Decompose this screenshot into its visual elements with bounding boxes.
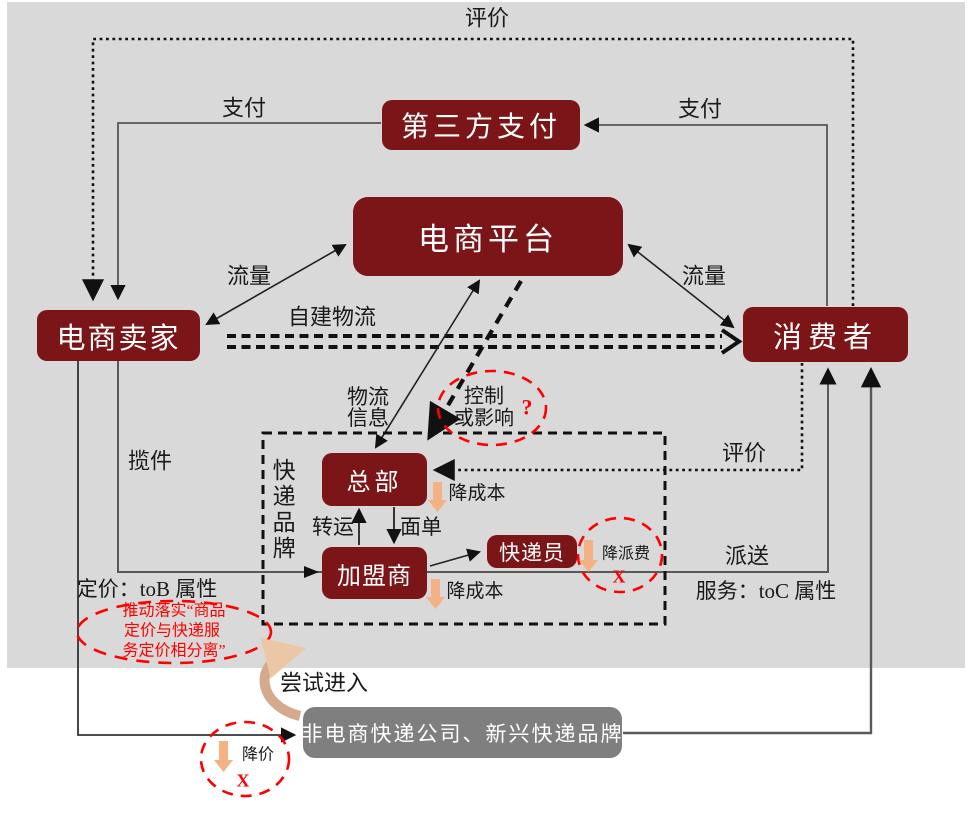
node-courier: 快递员 (487, 535, 577, 568)
ellipse-price-down (199, 720, 291, 798)
node-non-ecommerce-companies: 非电商快递公司、新兴快递品牌 (302, 707, 622, 758)
edge-payment-right (583, 117, 828, 306)
try-enter-curved-arrow (259, 637, 307, 721)
edge-traffic-right (627, 243, 735, 329)
label-control-2: 或影响 (454, 407, 514, 430)
price-down-arrow (214, 741, 233, 772)
label-evaluation-top: 评价 (464, 5, 510, 31)
label-price-down: 降价 (241, 746, 275, 764)
edge-franchisee-to-courier (429, 548, 481, 567)
label-control-1: 控制 (464, 385, 504, 408)
edge-traffic-left (205, 243, 347, 326)
edge-payment-left (110, 122, 381, 301)
node-ecommerce-seller: 电商卖家 (37, 310, 200, 361)
edge-logistics-info (374, 279, 481, 449)
label-payment-right: 支付 (677, 96, 723, 122)
label-traffic-left: 流量 (226, 263, 272, 289)
label-brand-group: 快递品牌 (269, 458, 295, 562)
label-policy-3: 务定价相分离” (122, 642, 226, 660)
edge-control-influence (427, 279, 523, 441)
label-policy-1: 推动落实“商品 (122, 602, 226, 620)
cost-down-arrow-hq (428, 482, 447, 512)
label-waybill: 面单 (400, 514, 442, 539)
node-headquarters: 总部 (322, 453, 427, 506)
label-transfer: 转运 (312, 514, 354, 539)
edge-nonecommerce-to-consumer (623, 366, 882, 735)
label-pickup: 揽件 (127, 448, 173, 474)
label-cost-down-franchisee: 降成本 (446, 581, 504, 603)
brand-dashed-box (261, 431, 667, 626)
label-traffic-right: 流量 (681, 263, 727, 289)
label-self-logistics: 自建物流 (287, 304, 377, 330)
edge-pickup-delivery (117, 360, 837, 573)
x-mark-fee: X (612, 566, 626, 587)
question-mark: ? (521, 394, 533, 420)
label-delivery: 派送 (724, 543, 770, 569)
label-service-toc: 服务：toC 属性 (695, 578, 837, 603)
x-mark-price: X (236, 770, 250, 791)
label-logistics-info-2: 信息 (347, 405, 389, 430)
node-ecommerce-platform: 电商平台 (353, 197, 623, 276)
fee-down-arrow (579, 540, 598, 572)
ellipse-policy (75, 599, 273, 665)
label-pricing-tob: 定价：toB 属性 (76, 576, 218, 601)
node-franchisee: 加盟商 (322, 547, 427, 599)
edge-seller-to-nonecommerce (77, 360, 297, 743)
ellipse-delivery-fee (576, 516, 664, 594)
arrowhead-into-franchisee (304, 566, 319, 578)
label-fee-down: 降派费 (601, 545, 651, 563)
edge-evaluation-top (81, 37, 855, 306)
label-payment-left: 支付 (221, 95, 267, 121)
label-evaluation-right: 评价 (721, 440, 767, 466)
label-policy-2: 定价与快递服 (123, 622, 221, 640)
node-consumer: 消费者 (743, 307, 908, 362)
cost-down-arrow-franchisee (426, 579, 445, 609)
node-third-party-payment: 第三方支付 (382, 100, 580, 150)
label-try-enter: 尝试进入 (279, 670, 369, 696)
label-logistics-info-1: 物流 (347, 384, 389, 409)
ellipse-control (436, 369, 548, 447)
label-cost-down-hq: 降成本 (448, 483, 506, 505)
